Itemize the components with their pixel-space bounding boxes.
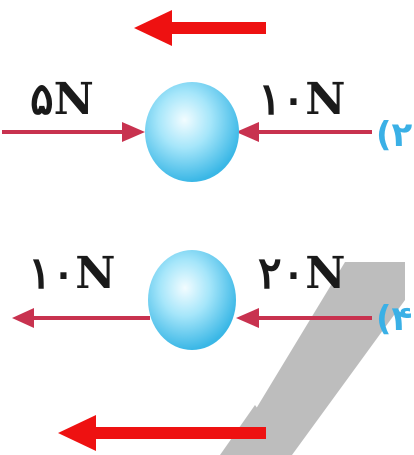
right-force-arrow: [236, 122, 372, 142]
left-force-arrow: [12, 308, 150, 328]
left-force-label: ۵N: [30, 74, 94, 125]
answer-arrow-bottom: [58, 415, 266, 451]
right-force-arrow: [236, 308, 372, 328]
option-number: (۲: [376, 115, 413, 155]
ball: [145, 82, 239, 182]
ball: [148, 250, 236, 350]
left-force-label: ۱۰N: [28, 248, 115, 299]
scenario-2: ۵N ۱۰N (۲: [2, 74, 413, 182]
right-force-label: ۱۰N: [258, 74, 345, 125]
option-number: (۴: [376, 299, 412, 339]
left-force-arrow: [2, 122, 145, 142]
scenario-4: ۱۰N ۲۰N (۴: [12, 248, 412, 350]
right-force-label: ۲۰N: [258, 248, 345, 299]
answer-arrow-top: [134, 10, 266, 46]
